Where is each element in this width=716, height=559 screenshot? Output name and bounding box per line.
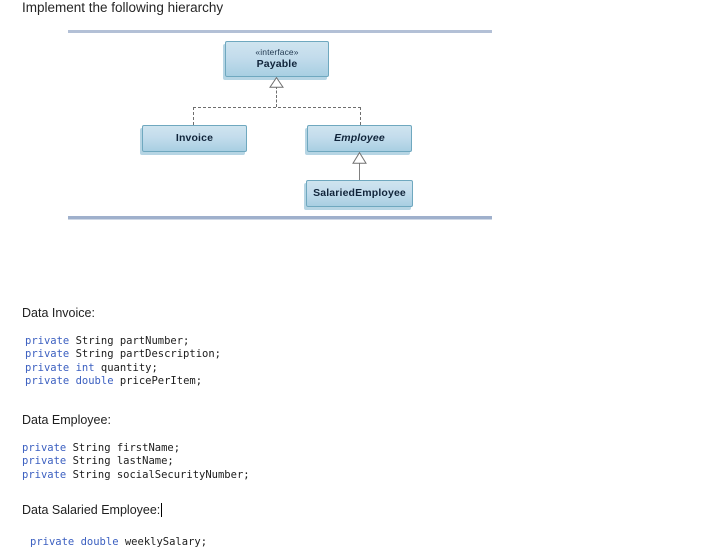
uml-class-name-employee: Employee: [334, 132, 385, 144]
figure-rule-bottom: [68, 216, 492, 220]
page-title: Implement the following hierarchy: [22, 0, 224, 15]
generalization-arrowhead-employee: [352, 152, 367, 164]
realization-drop-invoice: [193, 107, 194, 125]
uml-class-diagram: «interface» Payable Invoice Employee Sal…: [0, 24, 716, 224]
uml-stereotype-payable: «interface»: [255, 47, 299, 57]
figure-rule-top: [68, 30, 492, 33]
uml-box-salariedemployee[interactable]: SalariedEmployee: [306, 180, 413, 207]
code-block-salaried-employee: private double weeklySalary;: [30, 536, 208, 548]
generalization-line-salariedemployee: [359, 163, 360, 180]
uml-box-employee[interactable]: Employee: [307, 125, 412, 152]
uml-class-name-salariedemployee: SalariedEmployee: [313, 187, 406, 199]
realization-arrowhead-payable: [269, 77, 284, 88]
realization-drop-employee: [360, 107, 361, 125]
section-label-invoice: Data Invoice:: [22, 306, 95, 320]
section-label-salaried-employee[interactable]: Data Salaried Employee:: [22, 502, 163, 518]
uml-box-invoice[interactable]: Invoice: [142, 125, 247, 152]
realization-riser-to-payable: [276, 86, 277, 107]
realization-bus-line: [193, 107, 361, 108]
section-label-employee: Data Employee:: [22, 413, 111, 427]
section-label-salaried-text: Data Salaried Employee:: [22, 503, 161, 517]
code-block-employee: private String firstName; private String…: [22, 442, 250, 481]
code-block-invoice: private String partNumber; private Strin…: [25, 335, 221, 387]
uml-class-name-payable: Payable: [256, 58, 298, 70]
text-cursor-caret: [161, 503, 163, 517]
uml-box-payable[interactable]: «interface» Payable: [225, 41, 329, 77]
uml-class-name-invoice: Invoice: [175, 132, 214, 144]
